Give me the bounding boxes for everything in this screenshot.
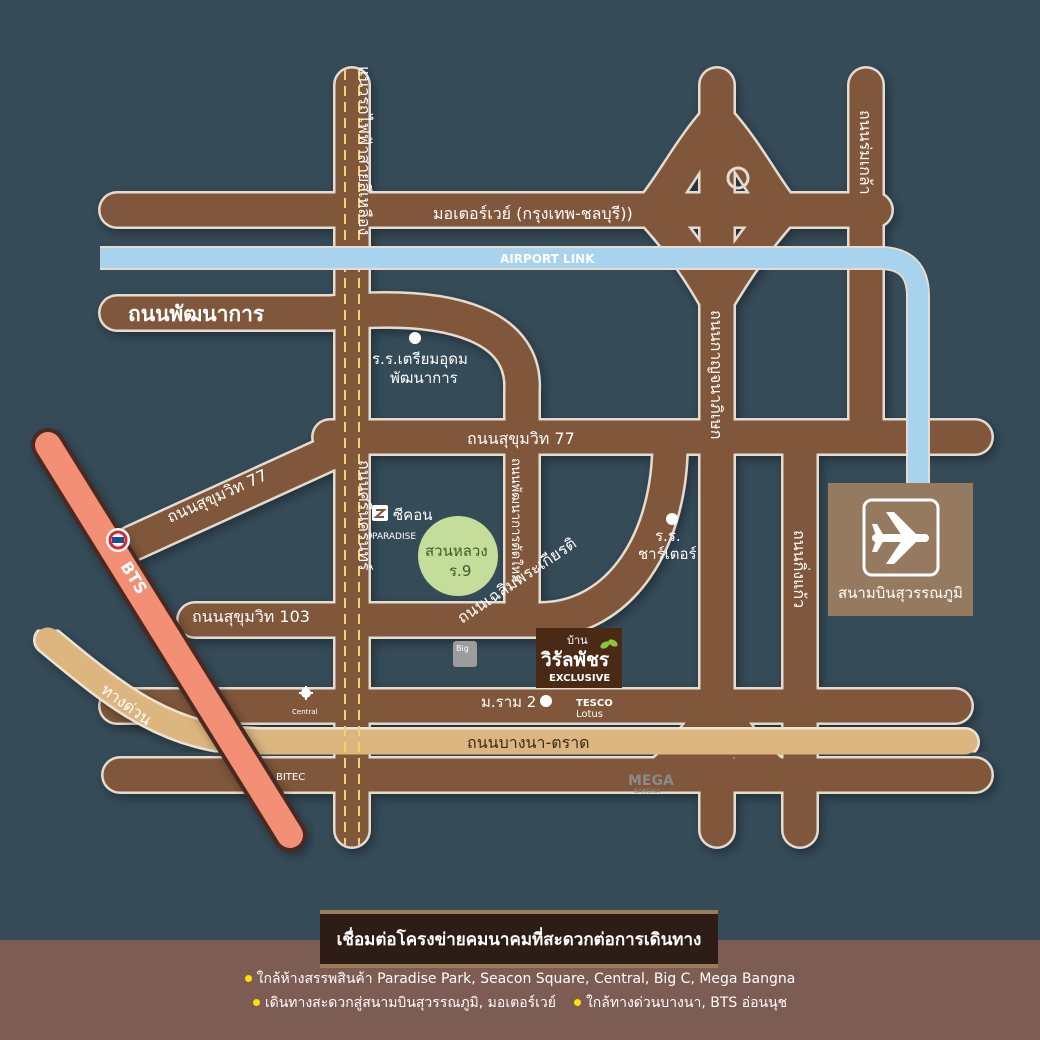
motorway-label: มอเตอร์เวย์ (กรุงเทพ-ชลบุรี)) — [433, 204, 633, 224]
ramkhamhaeng-label: ม.ราม 2 — [481, 693, 536, 711]
phatthanakan-new-label: ถนนพัฒนาการตัดใหม่ — [508, 458, 524, 583]
project-tag-label: EXCLUSIVE — [549, 673, 610, 684]
sukhumvit103-label: ถนนสุขุมวิท 103 — [192, 607, 310, 627]
park-label-line2: ร.9 — [449, 562, 471, 580]
project-name-label: วิรัลพัชร — [541, 649, 610, 671]
rom-klao-label: ถนนร่มเกล้า — [856, 110, 875, 195]
footer-bullet-line-1: ใกล้ห้างสรรพสินค้า Paradise Park, Seacon… — [0, 968, 1040, 990]
footer-band: ใกล้ห้างสรรพสินค้า Paradise Park, Seacon… — [0, 940, 1040, 1040]
airport-link-label: AIRPORT LINK — [500, 252, 595, 266]
srinagarindra-label: ถนนศรีนครินทร์ — [355, 460, 374, 571]
ramkhamhaeng-dot — [540, 695, 552, 707]
central-label: Central — [292, 708, 318, 716]
seacon-label: ซีคอน — [393, 506, 432, 524]
charter-label-line1: ร.ร. — [655, 527, 681, 545]
school-label-line2: พัฒนาการ — [390, 369, 458, 387]
school-label-line1: ร.ร.เตรียมอุดม — [372, 350, 468, 369]
lotus-label: Lotus — [576, 709, 603, 720]
motorway-loop — [726, 166, 750, 190]
park-label-line1: สวนหลวง — [425, 542, 488, 560]
mega-label: MEGA — [628, 773, 674, 789]
bts-station-icon — [106, 528, 130, 552]
airport-icon-frame — [862, 498, 940, 577]
sukhumvit77-upper-label: ถนนสุขุมวิท 77 — [467, 429, 575, 449]
road-fills — [100, 68, 992, 847]
big-c-label: Big — [456, 644, 469, 653]
bitec-label: BITEC — [276, 772, 305, 783]
charter-label-line2: ชาร์เตอร์ — [638, 545, 697, 563]
footer-bullet-2: เดินทางสะดวกสู่สนามบินสุวรรณภูมิ, มอเตอร… — [264, 995, 556, 1011]
leaf-icon — [600, 639, 618, 649]
bts-line — [35, 432, 303, 848]
footer-bullet-1: ใกล้ห้างสรรพสินค้า Paradise Park, Seacon… — [256, 971, 796, 987]
bullet-dot — [252, 998, 260, 1006]
footer-title: เชื่อมต่อโครงข่ายคมนาคมที่สะดวกต่อการเดิ… — [320, 910, 718, 968]
yellow-line-label: แนวรถไฟฟ้าสายสีเหลือง — [355, 66, 374, 235]
school-dot — [409, 332, 421, 344]
seacon-icon — [372, 505, 388, 521]
route-map: มอเตอร์เวย์ (กรุงเทพ-ชลบุรี)) AIRPORT LI… — [31, 66, 994, 852]
airport-label: สนามบินสุวรรณภูมิ — [838, 584, 963, 603]
footer-bullet-line-2: เดินทางสะดวกสู่สนามบินสุวรรณภูมิ, มอเตอร… — [0, 992, 1040, 1014]
big-c-icon — [453, 641, 477, 667]
kanchanaphisek-label: ถนนกาญจนาภิเษก — [707, 310, 726, 439]
mega-sub-label: BANGNA — [634, 788, 661, 795]
king-kaew-label: ถนนกิ่งแก้ว — [790, 530, 811, 608]
bangna-trat-label: ถนนบางนา-ตราด — [467, 733, 590, 752]
paradise-label: PARADISE — [372, 532, 416, 542]
project-logo-box — [536, 628, 622, 688]
footer-bullet-3: ใกล้ทางด่วนบางนา, BTS อ่อนนุช — [585, 995, 788, 1011]
bullet-dot — [573, 998, 581, 1006]
bullet-dot — [244, 974, 252, 982]
phatthanakan-label: ถนนพัฒนาการ — [128, 302, 265, 326]
tesco-label: TESCO — [576, 698, 613, 709]
central-icon — [299, 686, 313, 700]
airplane-icon — [872, 512, 929, 564]
charter-dot — [666, 513, 678, 525]
project-ban-label: บ้าน — [567, 634, 588, 647]
suan-luang-park — [418, 516, 498, 596]
